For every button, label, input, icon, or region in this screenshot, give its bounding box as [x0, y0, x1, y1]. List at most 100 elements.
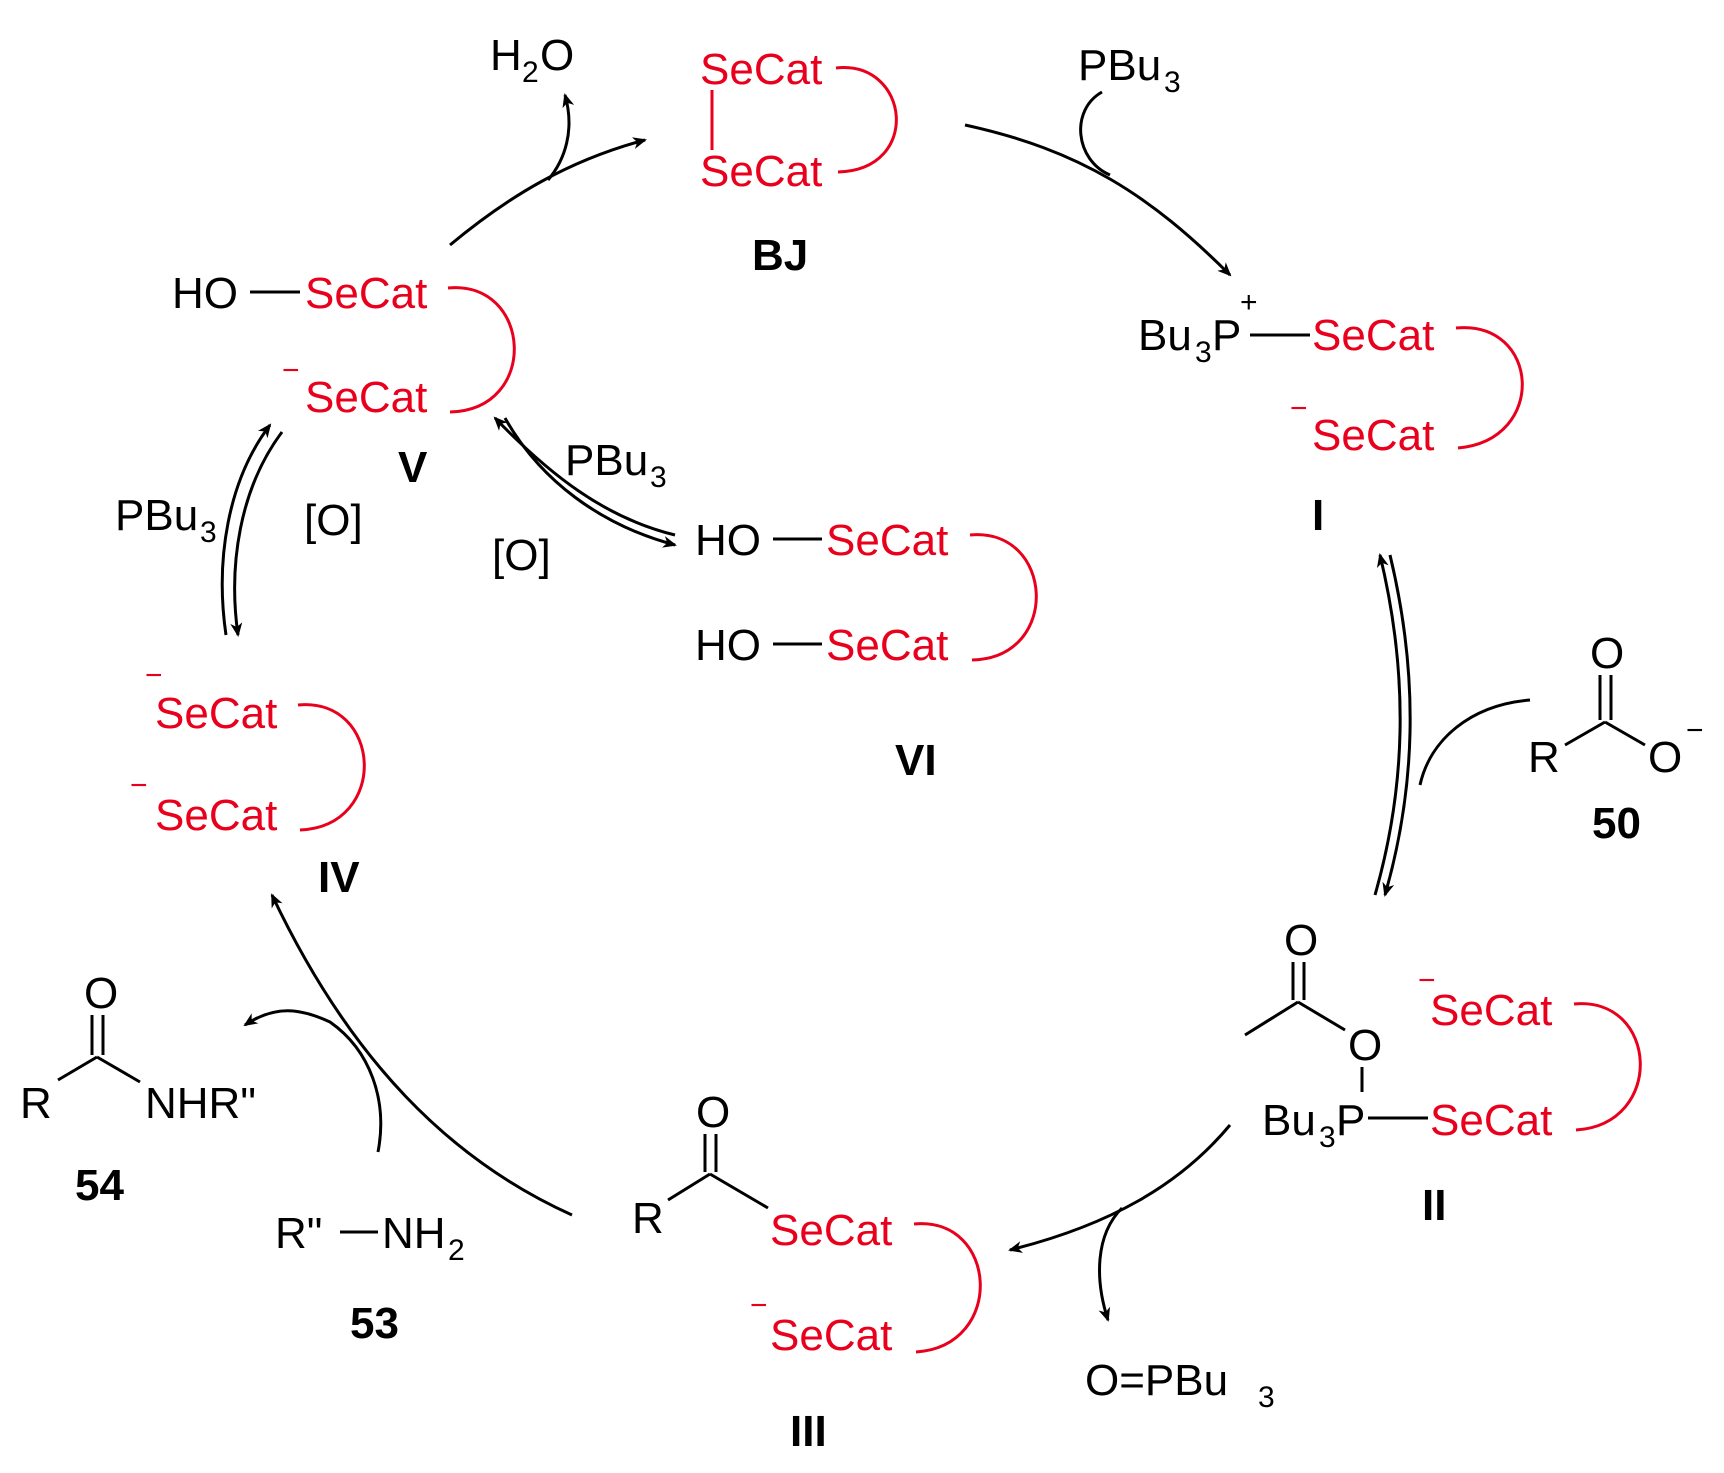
- arrow-i-to-ii: [1382, 554, 1412, 897]
- v-catechol-ring: [447, 286, 516, 414]
- arrow-iii-to-iv: [270, 893, 573, 1217]
- c50-c-r-bond: [1564, 720, 1606, 747]
- ii-secat-top: SeCat: [1430, 986, 1552, 1035]
- iv-catechol-ring: [297, 703, 366, 832]
- iii-minus: −: [750, 1289, 768, 1322]
- opbu3-sub: 3: [1258, 1381, 1275, 1414]
- label-v: V: [398, 443, 428, 492]
- c50-charge: −: [1686, 714, 1704, 747]
- compound-i: Bu 3 P + SeCat − SeCat I: [1138, 286, 1524, 540]
- v-secat-top: SeCat: [305, 269, 427, 318]
- compound-bj: SeCat SeCat BJ: [700, 45, 898, 280]
- i-secat-top: SeCat: [1312, 311, 1434, 360]
- compound-ii: O O Bu 3 P SeCat − SeCat II: [1244, 916, 1642, 1230]
- water-h: H: [490, 31, 522, 80]
- i-sub3: 3: [1195, 336, 1212, 369]
- reagent-pbu3-left: PBu 3: [115, 491, 217, 549]
- pbu3-top-sub: 3: [1164, 66, 1181, 99]
- i-plus: +: [1240, 286, 1258, 319]
- compound-50: O R O − 50: [1528, 629, 1704, 848]
- label-iv: IV: [318, 853, 360, 902]
- ii-catechol-ring: [1573, 1002, 1642, 1132]
- oxidant-left: [O]: [304, 496, 363, 545]
- arrow-carboxylate-entry: [1418, 698, 1531, 786]
- compound-iii: O R SeCat − SeCat III: [632, 1088, 982, 1456]
- vi-ho-top: HO: [695, 516, 761, 565]
- phosphine-oxide-product: O=PBu 3: [1085, 1356, 1275, 1414]
- c50-o-top: O: [1590, 629, 1624, 678]
- iii-secat-bottom: SeCat: [770, 1311, 892, 1360]
- arrow-pbu3-entry: [1079, 90, 1111, 177]
- iii-catechol-ring: [913, 1222, 982, 1354]
- v-minus: −: [282, 354, 300, 387]
- arrow-vi-to-v: [493, 416, 676, 537]
- c50-o-minus: O: [1648, 733, 1682, 782]
- bj-catechol-ring: [835, 66, 898, 174]
- pbu3-left-sub: 3: [200, 516, 217, 549]
- iii-o: O: [696, 1088, 730, 1137]
- iv-minus-bottom: −: [130, 769, 148, 802]
- i-catechol-ring: [1455, 326, 1524, 450]
- water-o: O: [540, 31, 574, 80]
- pbu3-middle-sub: 3: [650, 461, 667, 494]
- water-subscript: 2: [522, 56, 539, 89]
- ii-sub3: 3: [1319, 1121, 1336, 1154]
- opbu3-text: O=PBu: [1085, 1356, 1228, 1405]
- arrow-amine-to-amide: [243, 1009, 383, 1153]
- vi-secat-top: SeCat: [826, 516, 948, 565]
- c50-c-o-bond: [1604, 720, 1646, 747]
- compound-54: O R NHR" 54: [20, 969, 256, 1210]
- label-53: 53: [350, 1299, 399, 1348]
- water-product: H 2 O: [490, 31, 574, 89]
- arrow-water-release: [546, 93, 575, 181]
- c54-c-n-bond: [96, 1055, 141, 1084]
- ii-c-me-bond: [1244, 1000, 1299, 1037]
- c54-c-r-bond: [57, 1055, 98, 1082]
- iii-c-r-bond: [667, 1172, 711, 1202]
- ii-o-ester: O: [1348, 1021, 1382, 1070]
- v-secat-bottom: SeCat: [305, 373, 427, 422]
- ii-secat-bottom: SeCat: [1430, 1096, 1552, 1145]
- ii-o-top: O: [1284, 916, 1318, 965]
- i-bu: Bu: [1138, 311, 1192, 360]
- pbu3-top-text: PBu: [1078, 41, 1161, 90]
- c54-r: R: [20, 1079, 52, 1128]
- ii-p: P: [1336, 1096, 1365, 1145]
- reagent-pbu3-top: PBu 3: [1078, 41, 1181, 99]
- compound-53: R" NH 2 53: [275, 1209, 465, 1348]
- label-bj: BJ: [752, 231, 808, 280]
- c53-nh: NH: [382, 1209, 446, 1258]
- compound-v: HO SeCat − SeCat V: [172, 269, 516, 492]
- vi-ho-bottom: HO: [695, 621, 761, 670]
- label-i: I: [1312, 491, 1324, 540]
- c53-sub2: 2: [448, 1234, 465, 1267]
- ii-bu: Bu: [1262, 1096, 1316, 1145]
- i-secat-bottom: SeCat: [1312, 411, 1434, 460]
- arrow-iv-to-v: [220, 423, 272, 636]
- reagent-pbu3-middle: PBu 3: [565, 436, 667, 494]
- i-minus: −: [1290, 392, 1308, 425]
- arrow-v-to-bj: [449, 137, 647, 247]
- vi-secat-bottom: SeCat: [826, 621, 948, 670]
- iii-c-se-bond: [709, 1172, 769, 1210]
- compound-iv: − SeCat − SeCat IV: [130, 659, 366, 902]
- bj-secat-top: SeCat: [700, 45, 822, 94]
- iii-secat-top: SeCat: [770, 1206, 892, 1255]
- bj-secat-bottom: SeCat: [700, 147, 822, 196]
- arrow-opbu3-release: [1098, 1206, 1124, 1322]
- iv-secat-top: SeCat: [155, 689, 277, 738]
- label-ii: II: [1422, 1181, 1446, 1230]
- label-50: 50: [1592, 799, 1641, 848]
- label-vi: VI: [895, 736, 937, 785]
- arrow-ii-to-iii: [1008, 1124, 1232, 1253]
- arrow-ii-to-i: [1373, 553, 1402, 896]
- iii-r: R: [632, 1194, 664, 1243]
- iv-minus-top: −: [145, 659, 163, 692]
- i-p: P: [1212, 311, 1241, 360]
- label-iii: III: [790, 1407, 827, 1456]
- pbu3-left-text: PBu: [115, 491, 198, 540]
- c53-r: R": [275, 1209, 322, 1258]
- vi-catechol-ring: [969, 533, 1038, 662]
- c54-nhr: NHR": [145, 1079, 256, 1128]
